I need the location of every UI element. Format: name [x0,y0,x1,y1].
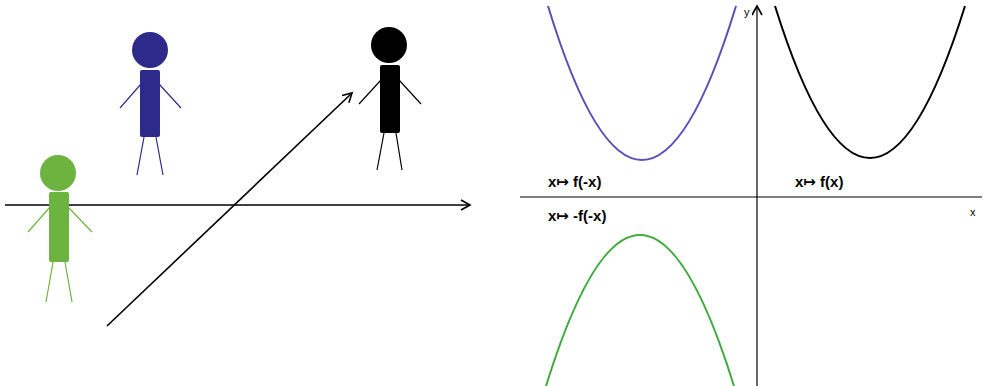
green-figure [28,155,92,302]
black-figure [359,27,421,170]
y-axis [756,6,757,386]
x-axis [520,196,982,197]
axis-arrow [5,204,470,206]
function-label: x↦ -f(-x) [546,207,608,225]
parabola-f-neg-x [548,6,736,160]
axis-label: x [968,206,978,218]
function-label: x↦ f(x) [793,173,845,191]
parabola-neg-f-neg-x [546,235,734,386]
parabola-f-x [775,6,965,158]
axis-label: y [742,6,752,18]
blue-figure [120,32,181,175]
function-label: x↦ f(-x) [546,173,603,191]
